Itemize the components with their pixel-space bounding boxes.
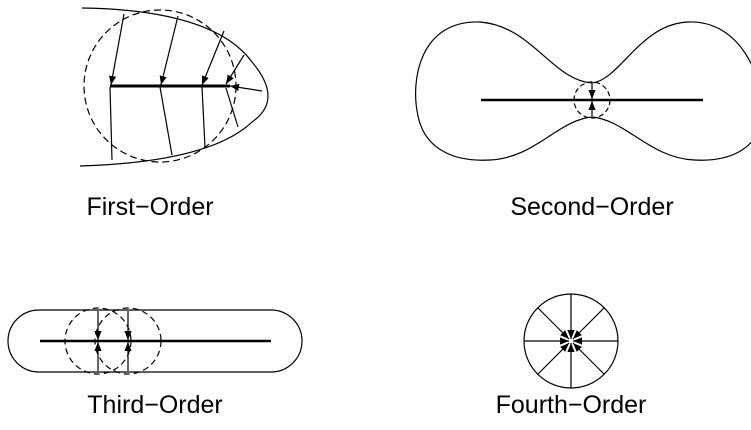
fourth-order-diagram <box>523 293 619 389</box>
fourth-order-label: Fourth−Order <box>495 391 647 419</box>
third-order-flow-lines <box>94 311 132 371</box>
first-order-label: First−Order <box>86 193 214 221</box>
second-order-boundary <box>415 21 751 161</box>
second-order-diagram <box>415 21 751 161</box>
second-order-label: Second−Order <box>510 193 674 221</box>
third-order-boundary <box>7 309 303 373</box>
fourth-order-flow-lines <box>524 294 618 388</box>
third-order-label: Third−Order <box>87 391 223 419</box>
third-order-diagram <box>7 307 303 375</box>
first-order-flow-lines <box>109 13 263 161</box>
first-order-boundary <box>79 7 269 167</box>
first-order-diagram <box>79 7 269 167</box>
